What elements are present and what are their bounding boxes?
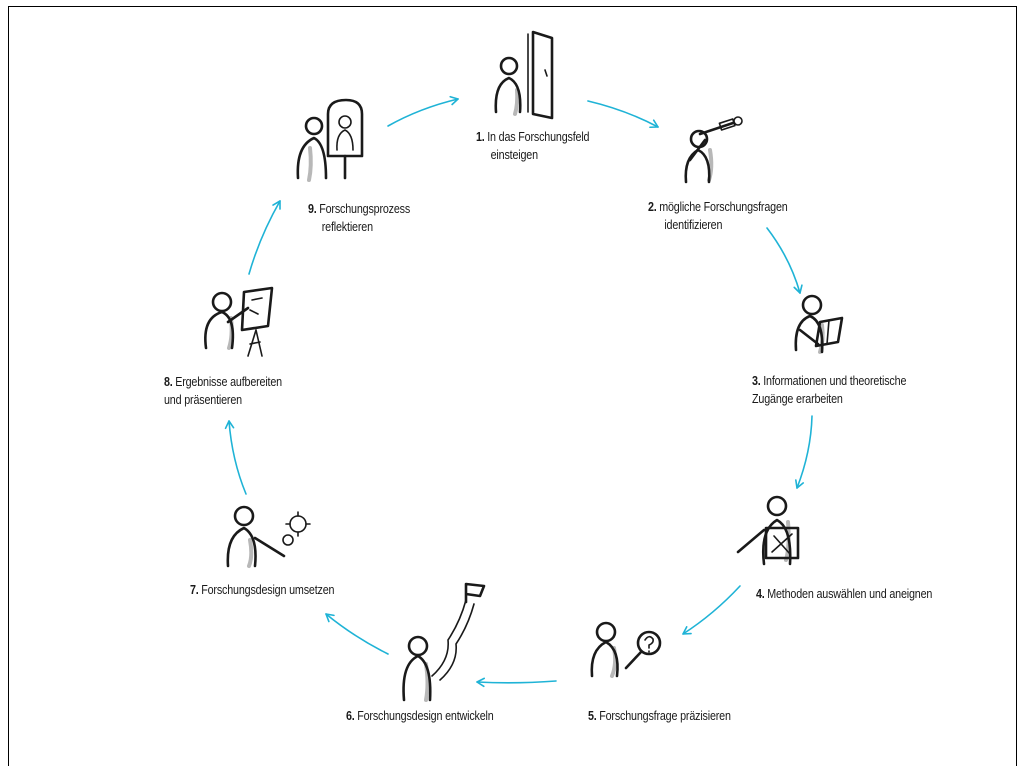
step-label-4: 4.Methoden auswählen und aneignen — [756, 587, 933, 601]
person-at-mirror-icon — [296, 98, 364, 182]
arrow-6-to-7 — [325, 613, 389, 655]
arrow-7-to-8 — [224, 420, 247, 495]
step-label-5: 5.Forschungsfrage präzisieren — [588, 709, 731, 723]
arrow-1-to-2 — [587, 100, 659, 129]
person-with-telescope-icon — [684, 116, 743, 184]
person-at-door-icon — [494, 30, 554, 120]
arrow-8-to-9 — [248, 200, 281, 275]
arrow-5-to-6 — [476, 677, 557, 688]
person-with-magnifier-question-icon — [590, 621, 662, 678]
arrow-2-to-3 — [766, 227, 803, 294]
person-with-road-and-flag-icon — [402, 582, 486, 702]
cycle-arrows — [224, 95, 813, 688]
step-label-9: 9.Forschungsprozess reflektieren — [308, 202, 411, 234]
diagram-frame — [8, 6, 1017, 766]
step-label-7: 7.Forschungsdesign umsetzen — [190, 583, 335, 597]
person-reading-book-icon — [794, 294, 844, 354]
person-presenting-flipchart-icon — [204, 286, 274, 357]
person-working-gears-icon — [226, 505, 311, 568]
step-label-1: 1.In das Forschungsfeld einsteigen — [476, 130, 590, 162]
step-label-2: 2.mögliche Forschungsfragen identifizier… — [648, 200, 788, 232]
person-with-tools-board-icon — [736, 495, 800, 566]
arrow-3-to-4 — [795, 415, 813, 489]
step-label-6: 6.Forschungsdesign entwickeln — [346, 709, 494, 723]
arrow-4-to-5 — [682, 585, 741, 635]
step-label-8: 8.Ergebnisse aufbereiten und präsentiere… — [164, 375, 282, 407]
arrow-9-to-1 — [387, 95, 459, 127]
step-label-3: 3.Informationen und theoretische Zugänge… — [752, 374, 907, 406]
